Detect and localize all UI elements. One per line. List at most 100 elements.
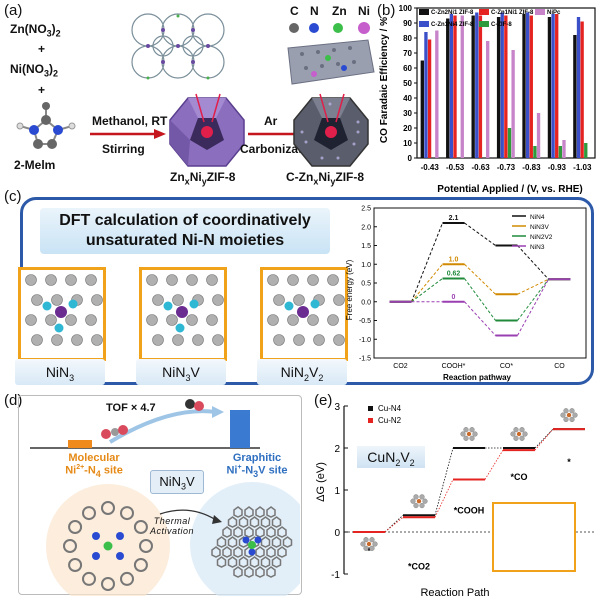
graphene-ring	[255, 526, 265, 538]
dft-title-line2: unsaturated Ni-N moieties	[85, 232, 285, 249]
graphitic-site-label: Graphitic Ni+-N3V site	[212, 452, 302, 479]
bar	[525, 12, 530, 158]
atom-legend-c: C	[290, 4, 299, 18]
legend-label: C-Zn2Ni1 ZIF-8	[431, 10, 474, 16]
cluster-atom	[419, 494, 425, 500]
graphene-ring	[277, 546, 287, 558]
cluster-atom	[519, 435, 525, 441]
bar	[420, 60, 424, 158]
panel-e-label: (e)	[314, 392, 333, 409]
bar	[424, 32, 428, 158]
legend-swatch	[479, 21, 489, 27]
y-tick-label: 20	[403, 124, 412, 133]
molecular-site-line2: Ni2+-N4 site	[65, 464, 123, 479]
nitrogen-atom	[242, 536, 250, 544]
bar	[504, 15, 508, 158]
energy-connector	[434, 479, 454, 518]
structure-nin3	[18, 267, 106, 361]
panel-a-label: (a)	[4, 2, 23, 19]
bar	[562, 140, 566, 158]
arrow1-top-label: Methanol, RT	[92, 114, 168, 128]
bar	[486, 41, 490, 158]
legend-label: C-Zn1Ni1 ZIF-8	[491, 10, 534, 16]
graphene-ring	[216, 556, 227, 568]
nitrogen-atom	[92, 532, 100, 540]
bar	[536, 113, 541, 158]
x-tick-label: -0.63	[471, 163, 490, 172]
y-tick-label: -0.5	[359, 318, 371, 325]
plus-sign: +	[38, 83, 46, 97]
graphene-ring	[222, 526, 232, 538]
energy-connector	[517, 278, 549, 321]
energy-annotation: 0.62	[447, 271, 461, 278]
legend-swatch	[479, 9, 489, 15]
bar	[449, 14, 454, 158]
bar	[558, 146, 563, 158]
y-tick-label: 0.0	[361, 299, 371, 306]
bar	[573, 35, 577, 158]
nin3v-tag: NiN3V	[150, 470, 204, 494]
copper-atom	[466, 431, 472, 437]
graphene-ring	[222, 546, 232, 558]
cluster-atom	[522, 431, 528, 437]
bar	[446, 18, 450, 158]
legend-label: NiN3V	[530, 224, 549, 231]
cluster-atom	[463, 435, 469, 441]
tof-label: TOF × 4.7	[106, 402, 156, 414]
graphene-ring	[260, 516, 271, 528]
state-label: *	[367, 546, 371, 556]
energy-connector	[434, 447, 454, 516]
y-tick-label: 1.5	[361, 243, 371, 250]
bar	[533, 146, 537, 158]
faradaic-efficiency-chart: 0102030405060708090100-0.43-0.53-0.63-0.…	[379, 4, 596, 195]
graphene-ring	[277, 526, 287, 538]
cluster-atom	[422, 498, 428, 504]
panel-d-label: (d)	[4, 392, 23, 409]
x-tick-label: CO*	[500, 363, 514, 370]
legend-label: NiN2V2	[530, 234, 553, 241]
pc-ring	[63, 539, 77, 553]
y-tick-label: 100	[399, 4, 413, 13]
bar	[511, 50, 515, 158]
legend-swatch	[419, 21, 429, 27]
x-tick-label: -0.73	[497, 163, 516, 172]
structure-nin3-label: NiN3	[15, 359, 105, 385]
bar	[547, 17, 552, 158]
zif-framework-network	[131, 13, 225, 80]
panel-e-xlabel: Reaction Path	[420, 587, 489, 599]
cun2v2-structure-inset	[492, 502, 576, 572]
bar	[496, 17, 501, 158]
pc-ring	[139, 539, 153, 553]
panel-e-ylabel: ΔG (eV)	[315, 462, 327, 502]
nitrogen-atom	[248, 548, 256, 556]
graphene-ring	[233, 506, 243, 518]
structure-nin3v	[139, 267, 227, 361]
graphene-ring	[271, 516, 282, 528]
graphene-ring	[211, 546, 221, 558]
graphene-ring	[249, 516, 260, 528]
y-tick-label: 3	[334, 402, 340, 413]
graphene-ring	[255, 566, 265, 578]
cluster-atom	[563, 416, 569, 423]
graphene-ring	[227, 536, 238, 548]
molecular-site-line1: Molecular	[68, 452, 120, 464]
product2-label: C-ZnxNiyZIF-8	[286, 170, 365, 187]
cluster-atom	[469, 435, 475, 441]
panel-c-ylabel: Free energy (eV)	[345, 259, 354, 320]
nickel-atom	[248, 541, 256, 549]
activation-diagram	[30, 399, 300, 596]
graphene-ring	[255, 546, 265, 558]
atom-legend-ni: Ni	[358, 4, 370, 18]
cun2v2-title: CuN2V2	[357, 446, 425, 468]
copper-atom	[416, 499, 422, 504]
copper-atom	[366, 541, 372, 547]
energy-connector	[411, 263, 443, 303]
bar	[478, 15, 483, 158]
cluster-atom	[569, 416, 575, 423]
y-tick-label: 80	[403, 34, 412, 43]
energy-connector	[411, 278, 443, 303]
energy-connector	[464, 222, 496, 246]
x-tick-label: -1.03	[573, 163, 592, 172]
energy-annotation: 0	[452, 294, 456, 301]
cluster-atom	[463, 427, 469, 433]
